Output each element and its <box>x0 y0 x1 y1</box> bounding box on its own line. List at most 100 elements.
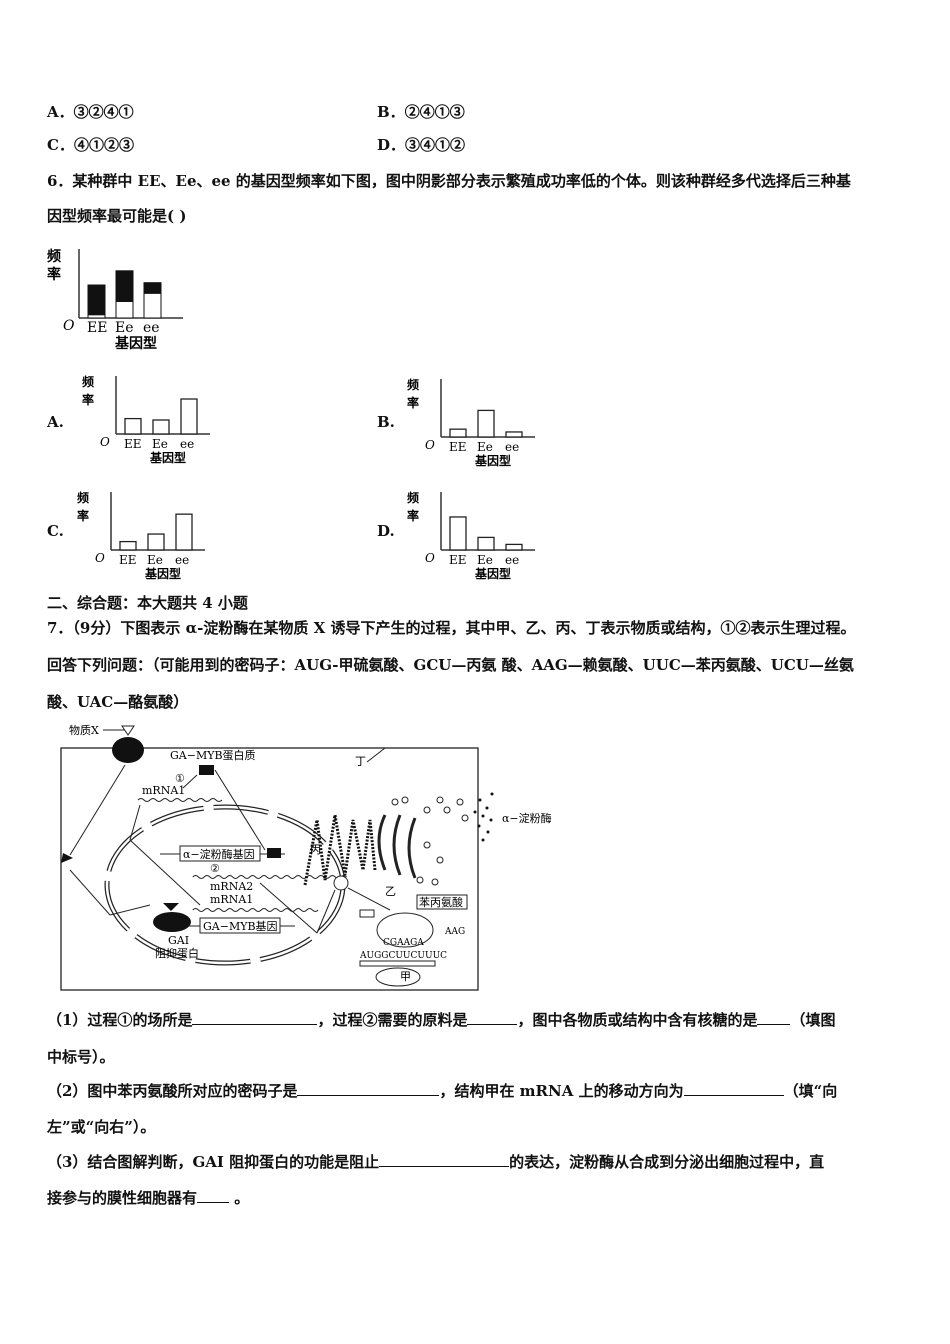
subq2-blank-2[interactable] <box>683 1081 784 1096</box>
substance-x-icon <box>121 725 135 736</box>
bar-ee-unshaded <box>143 292 162 319</box>
subq3-blank-1[interactable] <box>379 1152 510 1167</box>
label-ga-myb-gene: GA−MYB基因 <box>203 920 278 933</box>
q7-line2: 回答下列问题：（可能用到的密码子：AUG-甲硫氨酸、GCU—丙氨 酸、AAG—赖… <box>47 656 854 674</box>
label-amylase-gene: α−淀粉酶基因 <box>183 847 255 861</box>
option-text: ③②④① <box>73 103 134 121</box>
q5-option-a[interactable]: A．③②④① <box>47 102 134 122</box>
bar-ee <box>505 543 523 551</box>
gai-repressor-icon <box>153 912 191 932</box>
q5-option-b[interactable]: B．②④①③ <box>377 102 465 122</box>
bar-ee <box>180 398 198 435</box>
bar-Ee <box>477 409 495 438</box>
origin-label: O <box>425 438 435 452</box>
q6-line2: 因型频率最可能是( ) <box>47 207 187 225</box>
option-label: C． <box>47 136 74 154</box>
bar-EE <box>119 540 137 551</box>
ribosome-large-subunit <box>376 912 434 948</box>
subq1-blank-1[interactable] <box>192 1010 318 1025</box>
receptor-icon <box>112 737 144 763</box>
q5-option-c[interactable]: C．④①②③ <box>47 135 134 155</box>
bar-Ee <box>477 536 495 551</box>
y-axis-label: 频 <box>77 490 89 505</box>
x-tick-ee: ee <box>175 553 189 567</box>
label-phenylalanine: 苯丙氨酸 <box>419 895 463 909</box>
option-text: ④①②③ <box>73 136 134 154</box>
q6-option-c-label[interactable]: C. <box>47 522 64 540</box>
label-process2: ② <box>210 862 220 875</box>
bar-ee <box>175 513 193 551</box>
origin-label: O <box>63 318 75 334</box>
x-tick-EE: EE <box>87 320 107 336</box>
subq3-text: 接参与的膜性细胞器有 <box>47 1189 198 1207</box>
x-tick-Ee: Ee <box>152 437 168 451</box>
bar-EE <box>124 417 142 435</box>
q6-line1: 6．某种群中 EE、Ee、ee 的基因型频率如下图，图中阴影部分表示繁殖成功率低… <box>47 172 851 190</box>
x-tick-EE: EE <box>119 553 137 567</box>
label-aag: AAG <box>444 927 465 937</box>
subq1-line2: 中标号）。 <box>47 1048 115 1066</box>
amylase-diagram: 物质X GA−MYB蛋白质 ① mRNA1 丁 α−淀粉酶基因 ② mRNA2 … <box>60 723 552 991</box>
bar-Ee-unshaded <box>115 301 134 319</box>
ribosome-jia <box>375 967 421 987</box>
x-tick-ee: ee <box>505 553 519 567</box>
x-tick-Ee: Ee <box>147 553 163 567</box>
subq1-blank-3[interactable] <box>757 1010 791 1025</box>
label-ding: 丁 <box>355 755 366 768</box>
subq3-text: 。 <box>229 1189 250 1207</box>
label-repressor: 阻抑蛋白 <box>155 946 199 960</box>
bound-ga-myb-icon <box>267 848 281 858</box>
option-label: A． <box>47 103 74 121</box>
x-tick-Ee: Ee <box>115 320 134 336</box>
origin-label: O <box>95 551 105 565</box>
label-amylase: α−淀粉酶 <box>502 811 552 825</box>
subq2-blank-1[interactable] <box>297 1081 440 1096</box>
label-substance-x: 物质X <box>69 723 99 737</box>
label-jia: 甲 <box>400 970 411 983</box>
option-text: ②④①③ <box>404 103 465 121</box>
subq3-blank-2[interactable] <box>197 1188 230 1203</box>
y-axis-label: 率 <box>47 266 61 283</box>
bar-Ee-shaded <box>115 270 134 302</box>
bar-Ee <box>147 533 165 551</box>
label-mrna1-top: mRNA1 <box>142 784 185 797</box>
x-tick-EE: EE <box>124 437 142 451</box>
y-axis-label: 率 <box>407 395 419 410</box>
bar-EE <box>449 516 467 551</box>
bar-EE <box>449 428 467 438</box>
q6-option-b-label[interactable]: B. <box>377 413 395 431</box>
origin-label: O <box>100 435 110 449</box>
bar-ee <box>505 431 523 438</box>
cell-membrane <box>60 747 479 991</box>
subq1-line1: （1）过程①的场所是，过程②需要的原料是，图中各物质或结构中含有核糖的是（填图 <box>47 1010 836 1030</box>
label-gai: GAI <box>168 934 189 947</box>
y-axis-label: 率 <box>82 392 94 407</box>
q5-option-d[interactable]: D．③④①② <box>377 135 465 155</box>
x-tick-EE: EE <box>449 553 467 567</box>
label-yi: 乙 <box>385 885 396 898</box>
y-axis-label: 频 <box>82 374 94 389</box>
option-label: B． <box>377 103 405 121</box>
q6-option-d-label[interactable]: D. <box>377 522 395 540</box>
q6-option-a-label[interactable]: A. <box>47 413 64 431</box>
label-process1: ① <box>175 772 185 785</box>
subq1-blank-2[interactable] <box>467 1010 518 1025</box>
endoplasmic-reticulum <box>303 814 377 886</box>
section-heading: 二、综合题：本大题共 4 小题 <box>47 594 248 612</box>
bar-ee-shaded <box>143 282 162 294</box>
y-axis-label: 频 <box>47 248 61 265</box>
subq2-text: ，结构甲在 mRNA 上的移动方向为 <box>439 1082 684 1100</box>
x-tick-Ee: Ee <box>477 553 493 567</box>
subq3-text: （3）结合图解判断，GAI 阻抑蛋白的功能是阻止 <box>47 1153 380 1171</box>
bar-Ee <box>152 419 170 435</box>
subq2-text: （填“向 <box>783 1082 838 1100</box>
x-tick-Ee: Ee <box>477 440 493 454</box>
substance-x-signal-icon <box>61 853 73 863</box>
subq2-line1: （2）图中苯丙氨酸所对应的密码子是，结构甲在 mRNA 上的移动方向为（填“向 <box>47 1081 837 1101</box>
subq1-text: （填图 <box>790 1011 836 1029</box>
